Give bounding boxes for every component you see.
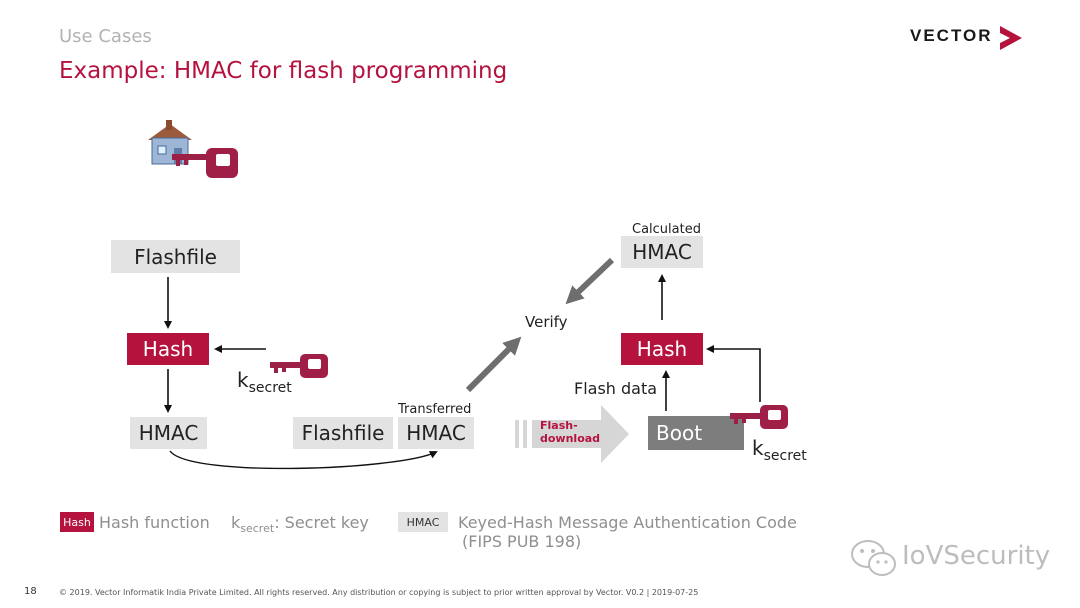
section-label: Use Cases xyxy=(59,26,152,47)
footer-copyright: © 2019. Vector Informatik India Private … xyxy=(59,588,699,597)
watermark-text: IoVSecurity xyxy=(902,541,1051,571)
vector-logo: VECTOR xyxy=(910,26,993,45)
calculated-label: Calculated xyxy=(632,222,701,237)
boot-label: Boot xyxy=(656,421,703,445)
left-flashfile-label: Flashfile xyxy=(134,244,217,269)
page-title: Example: HMAC for flash programming xyxy=(59,58,508,84)
legend-hash-badge: Hash xyxy=(60,512,94,532)
left-hash-label: Hash xyxy=(142,337,194,361)
legend-hmac-fips: (FIPS PUB 198) xyxy=(462,532,582,551)
house-icon xyxy=(148,120,238,178)
key-icon xyxy=(172,148,238,178)
wechat-icon xyxy=(851,540,896,576)
page-number: 18 xyxy=(24,586,37,597)
transferred-label: Transferred xyxy=(398,402,472,417)
arrow-calculated-to-verify xyxy=(565,257,615,305)
verify-label: Verify xyxy=(525,313,568,331)
left-hash-box: Hash xyxy=(127,333,209,365)
boot-box: Boot xyxy=(648,416,744,450)
legend-hmac-text: Keyed-Hash Message Authentication Code xyxy=(458,513,797,532)
legend-key-text: ksecret: Secret key xyxy=(231,513,369,536)
left-hmac-box: HMAC xyxy=(130,417,207,449)
left-hmac-label: HMAC xyxy=(138,421,199,445)
left-key-label: ksecret xyxy=(237,368,292,396)
key-icon xyxy=(270,354,328,378)
right-hash-label: Hash xyxy=(636,337,688,361)
middle-hmac-label: HMAC xyxy=(406,421,466,445)
legend-hash-text: Hash function xyxy=(99,513,210,532)
right-hash-box: Hash xyxy=(621,333,703,365)
left-flashfile-box: Flashfile xyxy=(111,240,240,273)
middle-hmac-box: HMAC xyxy=(398,417,474,449)
flash-download-label: Flash- download xyxy=(540,419,601,445)
arrow-transferred-to-verify xyxy=(465,336,522,393)
right-key-label: ksecret xyxy=(752,436,807,464)
arrow-key-to-right-hash xyxy=(706,345,761,402)
legend-hmac-badge: HMAC xyxy=(398,512,448,532)
middle-flashfile-label: Flashfile xyxy=(301,421,385,445)
flash-data-label: Flash data xyxy=(574,379,658,398)
right-hmac-label: HMAC xyxy=(632,240,692,264)
arrow-transfer-curve xyxy=(169,450,438,470)
right-hmac-box: HMAC xyxy=(621,236,703,268)
key-icon xyxy=(730,405,788,429)
vector-chevron-icon xyxy=(1000,26,1022,50)
flash-download-arrow xyxy=(515,405,629,463)
middle-flashfile-box: Flashfile xyxy=(293,417,393,449)
